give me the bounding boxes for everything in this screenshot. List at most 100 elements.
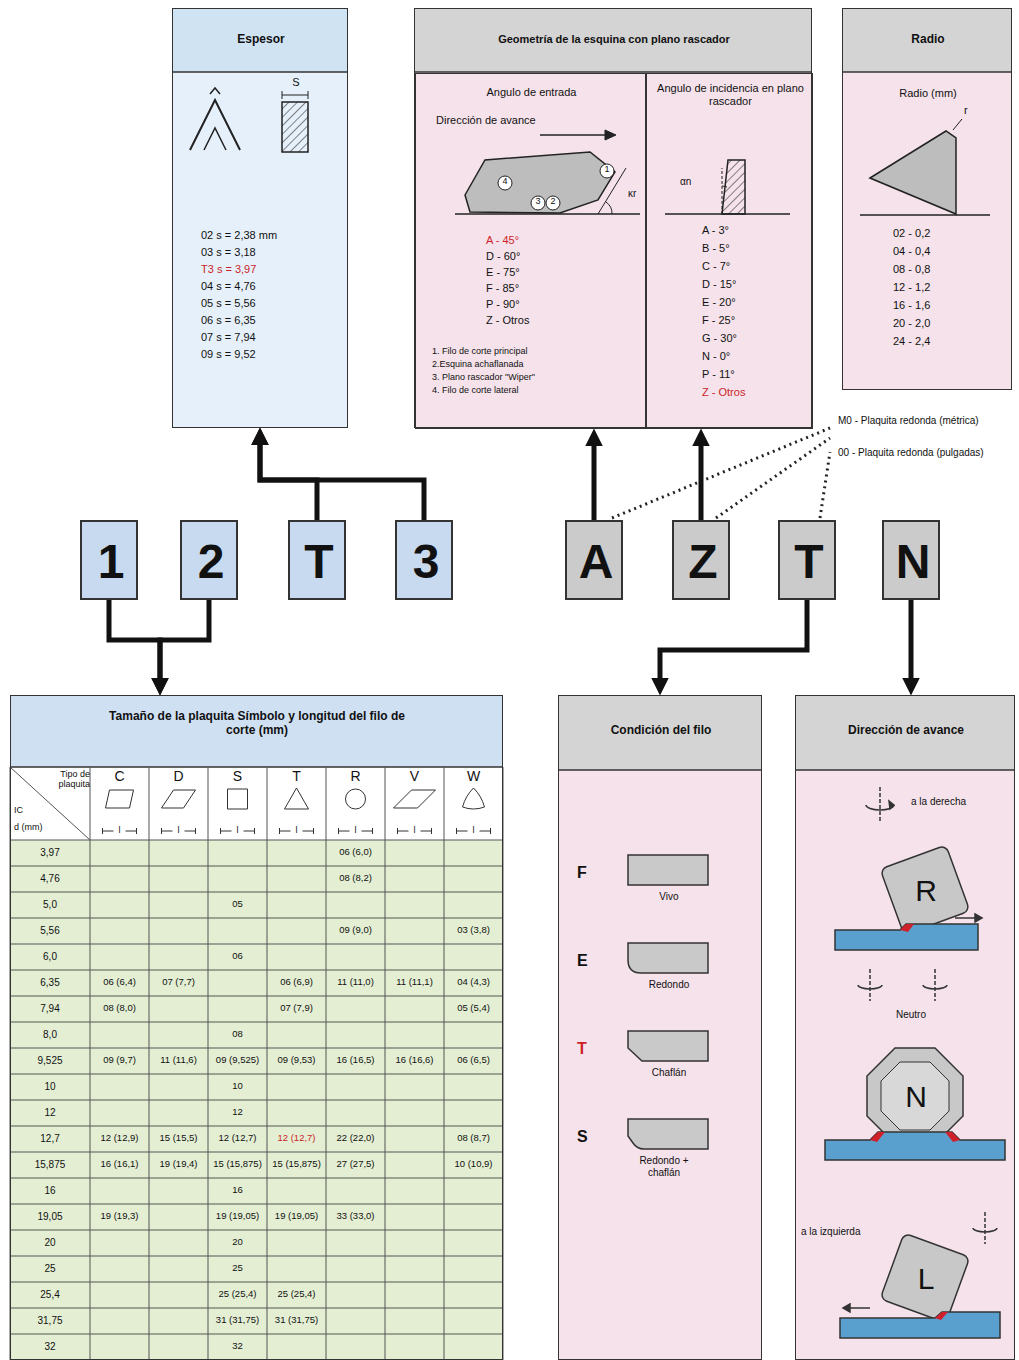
radius-panel: RadioRadio (mm)02 - 0,204 - 0,408 - 0,81…: [842, 8, 1012, 390]
table-cell: 11 (11,0): [326, 977, 385, 988]
entry-angle-column: Angulo de entradaDirección de avanceA - …: [415, 73, 646, 429]
flow-arrow: [160, 600, 209, 678]
table-cell: 33 (33,0): [326, 1211, 385, 1222]
node-heading: Dirección de avance: [796, 724, 1016, 738]
code-letter-box: 2: [180, 520, 238, 600]
node-text: N: [896, 1080, 936, 1115]
table-cell: 08 (8,7): [444, 1133, 503, 1144]
drawing-stroke: [204, 128, 226, 150]
table-cell: 3,97: [10, 847, 90, 859]
figure-label: D: [149, 768, 208, 784]
table-cell: 04 (4,3): [444, 977, 503, 988]
code-letter-box: Z: [672, 520, 730, 600]
figure-label: l: [208, 825, 267, 835]
node-heading: Angulo de incidencia en plano rascador: [652, 82, 809, 107]
table-cell: 15,875: [10, 1159, 90, 1171]
table-row-fill: [10, 1022, 503, 1048]
node-text: 12 - 1,2: [893, 281, 993, 294]
table-rule: [10, 892, 503, 893]
node-text: Vivo: [614, 891, 724, 903]
table-cell: 31 (31,75): [208, 1315, 267, 1326]
insert-shape-icon: [106, 790, 134, 808]
table-rule: [10, 866, 503, 867]
panel-header-fill: [842, 8, 1012, 72]
flow-arrow: [592, 446, 597, 520]
node-text: 2.Esquina achaflanada: [432, 359, 642, 369]
table-cell: 19 (19,4): [149, 1159, 208, 1170]
figure-label: r: [964, 104, 978, 117]
table-cell: 32: [10, 1341, 90, 1353]
panel-fill: [10, 695, 503, 1360]
drawing-stroke: [870, 1132, 885, 1142]
table-cell: 06 (6,9): [267, 977, 326, 988]
table-rule: [149, 767, 150, 1360]
insert-shape-icon: [463, 788, 485, 809]
node-heading: Angulo de entrada: [416, 86, 647, 99]
table-row-fill: [10, 892, 503, 918]
insert-shape-icon: [346, 789, 366, 809]
figure-label: IC: [14, 805, 44, 815]
table-cell: 06 (6,0): [326, 847, 385, 858]
table-cell: 16 (16,1): [90, 1159, 149, 1170]
drawing-stroke: [600, 164, 614, 178]
drawing-stroke: [923, 969, 947, 1001]
panel-header-fill: [414, 8, 812, 72]
figure-label: 4: [498, 176, 512, 186]
node-heading: 1: [82, 534, 140, 589]
node-text: 4. Filo de corte lateral: [432, 385, 642, 395]
table-row-fill: [10, 1126, 503, 1152]
flow-arrow: [909, 600, 914, 678]
table-rule: [10, 1256, 503, 1257]
table-rule: [10, 1152, 503, 1153]
flow-arrow: [109, 600, 160, 678]
figure-label: 00 - Plaquita redonda (pulgadas): [838, 447, 1016, 459]
node-text: 3. Plano rascador "Wiper": [432, 372, 642, 382]
node-text: a la derecha: [911, 796, 1011, 808]
header-rule: [795, 769, 1015, 771]
drawing-stroke: [665, 213, 790, 215]
table-rule: [10, 1178, 503, 1179]
figure-label: S: [208, 768, 267, 784]
node-text: Redondo + chaflán: [626, 1155, 702, 1178]
drawing-stroke: [628, 1031, 708, 1061]
node-heading: N: [884, 534, 942, 589]
drawing-stroke: [190, 100, 240, 150]
drawing-stroke: [628, 943, 708, 973]
drawing-stroke: [880, 845, 970, 935]
node-heading: Geometría de la esquina con plano rascad…: [420, 33, 808, 46]
node-text: 02 s = 2,38 mm: [201, 229, 347, 242]
node-text: Z - Otros: [486, 314, 586, 327]
table-cell: 12 (12,7): [208, 1133, 267, 1144]
drawing-stroke: [953, 119, 962, 130]
node-text: 03 s = 3,18: [201, 246, 347, 259]
table-row-fill: [10, 970, 503, 996]
header-rule: [558, 769, 762, 771]
table-rule: [326, 767, 327, 1360]
table-rule: [10, 918, 503, 919]
drawing-stroke: [612, 428, 830, 518]
drawing-stroke: [955, 917, 975, 919]
figure-label: l: [326, 825, 385, 835]
node-text: 16 - 1,6: [893, 299, 993, 312]
table-cell: 06: [208, 951, 267, 962]
table-cell: 16 (16,5): [326, 1055, 385, 1066]
table-cell: 12: [10, 1107, 90, 1119]
table-cell: 12 (12,7): [267, 1133, 326, 1144]
header-rule: [10, 766, 503, 768]
table-cell: 08 (8,2): [326, 873, 385, 884]
node-text: Neutro: [881, 1009, 941, 1021]
node-text: 08 - 0,8: [893, 263, 993, 276]
panel-header-fill: [558, 695, 762, 770]
table-grid: [10, 767, 503, 1360]
node-heading: Z: [674, 534, 732, 589]
table-rule: [10, 1126, 503, 1127]
node-text: 1. Filo de corte principal: [432, 346, 642, 356]
figure-label: 2: [546, 196, 560, 206]
table-cell: 15 (15,875): [208, 1159, 267, 1170]
table-rule: [10, 767, 90, 840]
node-text: 05 s = 5,56: [201, 297, 347, 310]
drawing-stroke: [945, 1132, 960, 1142]
node-text: 24 - 2,4: [893, 335, 993, 348]
drawing-stroke: [934, 969, 936, 1001]
node-text: F - 85°: [486, 282, 586, 295]
